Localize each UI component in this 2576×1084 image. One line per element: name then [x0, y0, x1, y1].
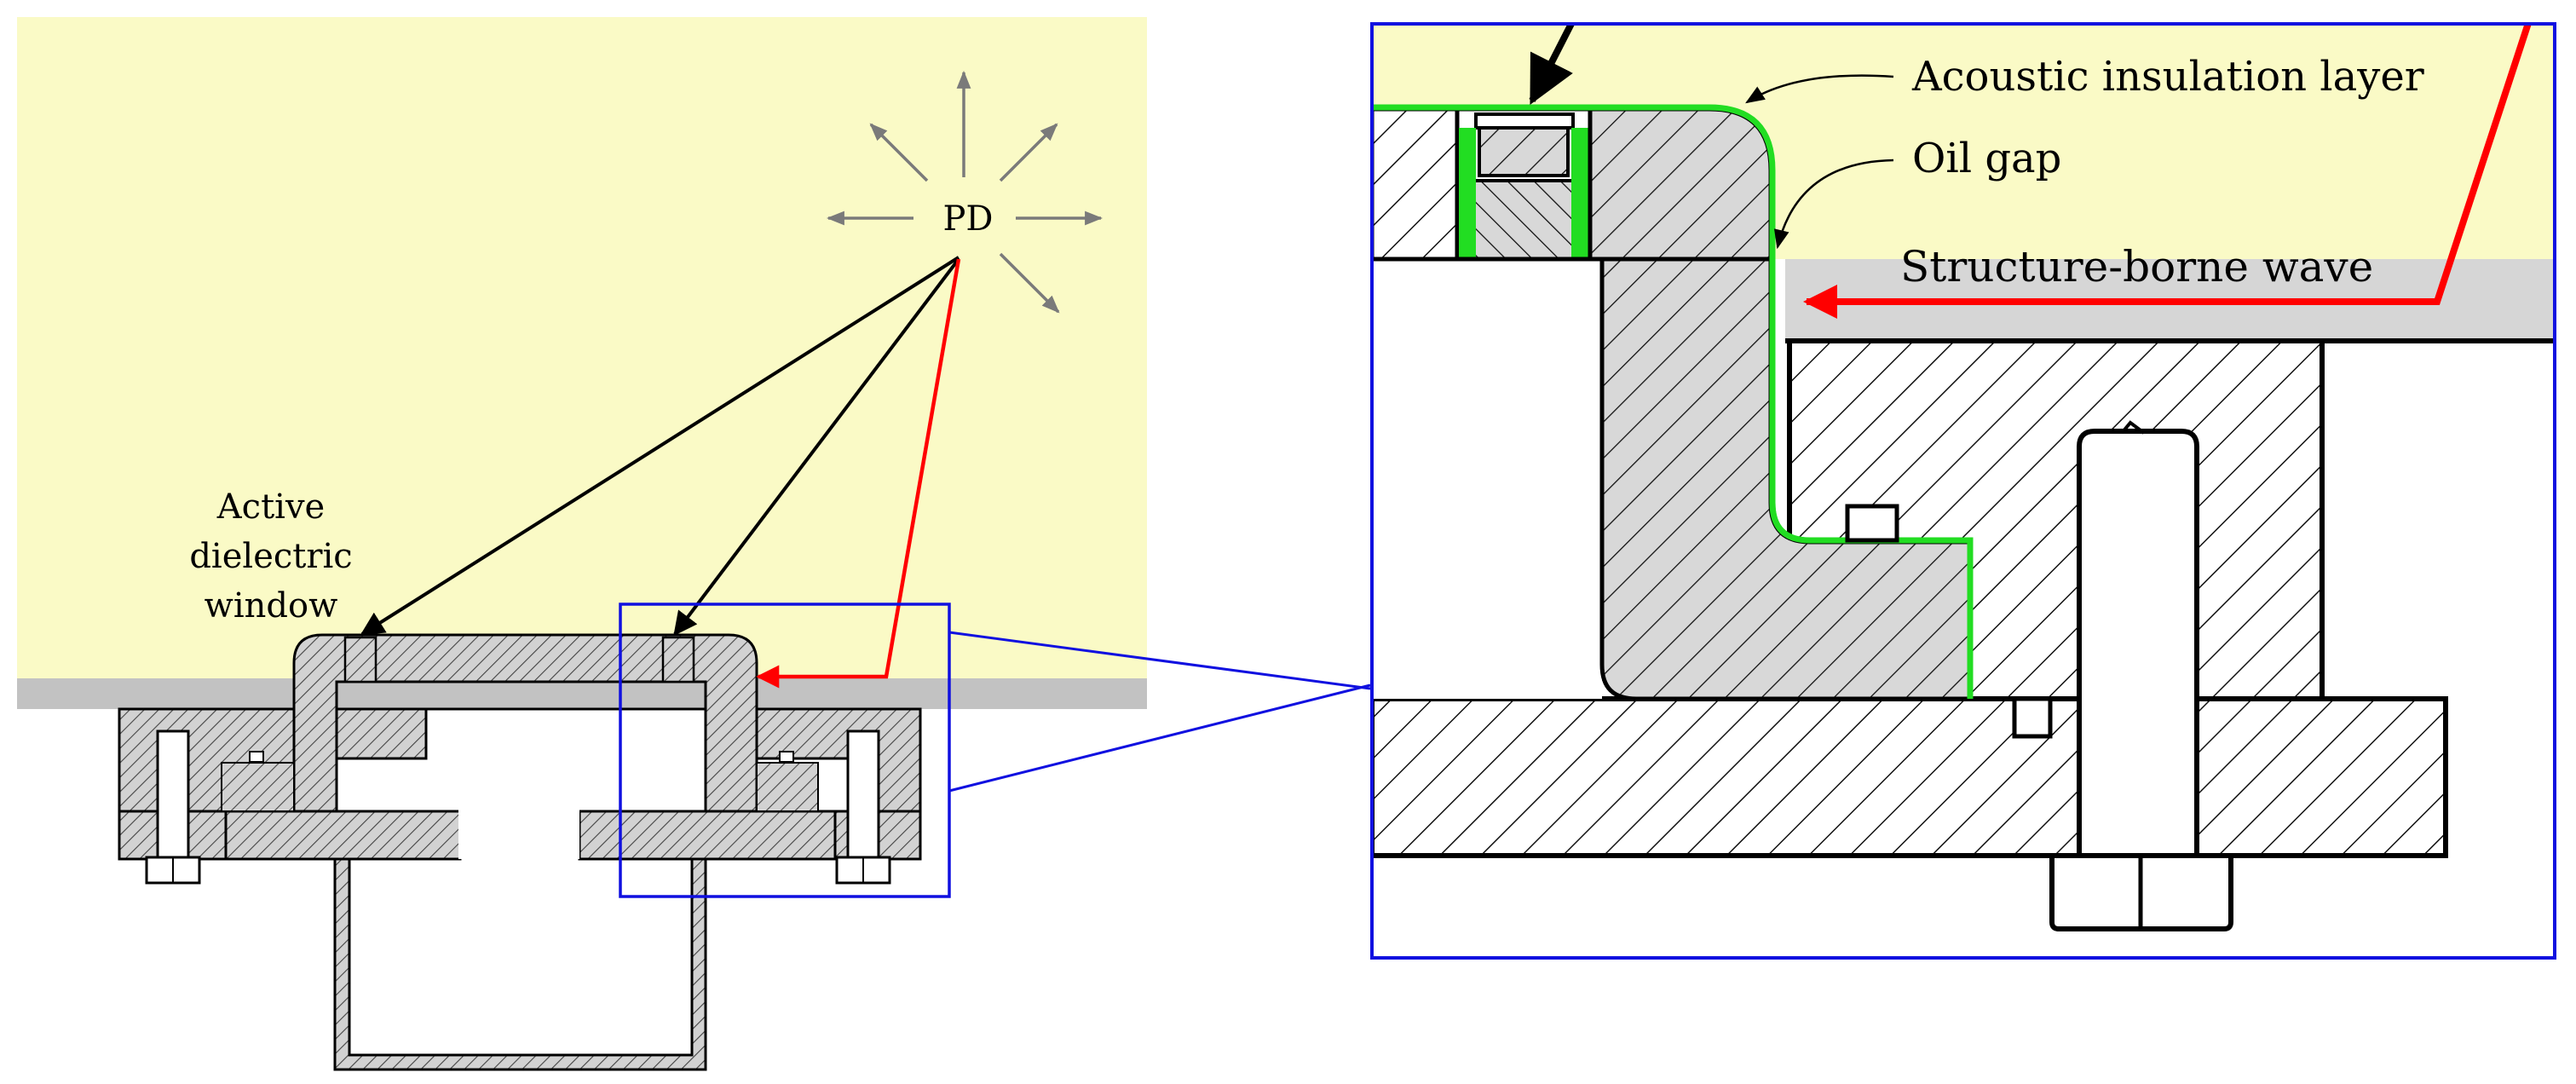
- zoom-connector-top: [948, 631, 1371, 690]
- oil-gap-label: Oil gap: [1912, 135, 2061, 182]
- dielectric-window: [292, 633, 758, 813]
- zoom-connector-bottom: [948, 683, 1371, 793]
- window-base-right: [756, 762, 819, 812]
- bolt-left: [145, 729, 201, 885]
- pd-source: PD: [826, 70, 1104, 314]
- transformer-oil: [17, 17, 1147, 678]
- acoustic-insulation-label: Acoustic insulation layer: [1911, 53, 2424, 101]
- housing-collar: [458, 808, 579, 859]
- direct-path-left: [360, 256, 960, 636]
- oil-gap-leader: [1773, 159, 1894, 250]
- tank-wall: [17, 678, 1147, 709]
- detail-gasket-top: [1845, 504, 1899, 543]
- active-window-label: Active dielectric window: [189, 487, 352, 626]
- structure-borne-path: [756, 258, 961, 689]
- overview-panel: PD Active dielectric window: [17, 17, 1147, 1071]
- detail-base-flange: [1372, 696, 2448, 858]
- pd-ray-upright: [999, 123, 1058, 182]
- acoustic-leader: [1745, 74, 1894, 104]
- direct-path-right: [673, 257, 960, 637]
- svg-text:Active: Active: [216, 487, 325, 527]
- zoom-frame: [1370, 22, 2556, 960]
- detail-panel: Structure-borne wave Acoustic insulation…: [1370, 22, 2556, 960]
- sensor-housing: [333, 857, 707, 1071]
- pd-ray-upleft: [869, 123, 929, 182]
- svg-text:window: window: [205, 586, 338, 626]
- svg-text:dielectric: dielectric: [189, 537, 352, 576]
- detail-gasket-bottom: [2012, 696, 2053, 739]
- bolt-right: [835, 729, 891, 885]
- window-base-left: [221, 762, 295, 812]
- structure-wave-label: Structure-borne wave: [1900, 242, 2373, 291]
- detail-incoming-arrow: [1529, 24, 1576, 105]
- pd-label: PD: [943, 199, 994, 239]
- pd-ray-downright: [999, 252, 1060, 314]
- detail-structure-wave: [1803, 24, 2532, 319]
- detail-bolt: [2049, 420, 2233, 931]
- zoom-region-marker: [619, 603, 951, 898]
- detail-cover-left: [1372, 107, 1460, 262]
- detail-cut-left: [1372, 259, 1602, 699]
- detail-plug: [1455, 107, 1593, 262]
- window-plugs: [249, 636, 794, 763]
